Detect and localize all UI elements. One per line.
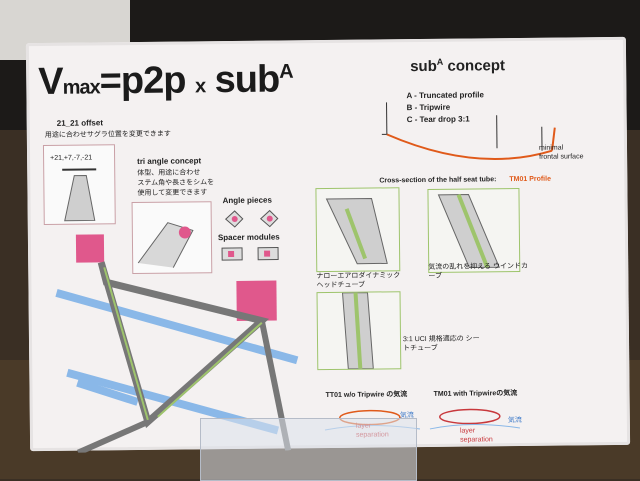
bike-frame-illustration: [55, 234, 299, 453]
seat-tube-note: 3:1 UCI 規格適応の シートチューブ: [402, 335, 480, 353]
acrylic-stand: [200, 418, 417, 481]
offset-desc: 用途に合わせサグラ位置を変更できます: [44, 130, 171, 139]
wind-curve-note: 気流の乱れを抑える ウインドカーブ: [428, 262, 529, 280]
wind-curve-detail: [427, 187, 521, 273]
display-card: Vmax=p2p x subA 21_21 offset 用途に合わせサグラ位置…: [25, 36, 631, 453]
offset-diagram: +21,+7,-7,-21: [42, 144, 116, 225]
seat-tube-detail: [316, 291, 402, 371]
tri-angle-desc2: ステム角や長さをシムを: [137, 179, 215, 187]
tri-angle-diagram: [131, 201, 213, 275]
sub-concept-title: subA concept: [410, 56, 506, 76]
tri-angle-desc1: 体型、用途に合わせ: [137, 169, 201, 177]
head-tube-note: ナローエアロダイナミック ヘッドチューブ: [316, 272, 401, 290]
tri-angle-desc3: 使用して変更できます: [137, 189, 208, 197]
layer-separation-right: layer separation: [459, 427, 493, 444]
head-tube-detail: [315, 187, 401, 273]
angle-pieces-label: Angle pieces: [222, 195, 272, 206]
seat-tube-profile-diagram: [381, 102, 556, 161]
cross-section-caption: Cross-section of the half seat tube:: [379, 176, 497, 185]
airflow-right: 気流: [507, 416, 522, 425]
minimal-frontal-surface: minimal frontal surface: [538, 144, 584, 161]
offset-label: 21_21 offset: [56, 118, 104, 128]
tm01-profile-label: TM01 Profile: [509, 175, 551, 184]
tri-angle-label: tri angle concept: [137, 156, 202, 166]
card-title: Vmax=p2p x subA: [38, 58, 293, 104]
angle-pieces-icon: [224, 209, 279, 228]
spacer-modules-icon: [221, 247, 279, 261]
